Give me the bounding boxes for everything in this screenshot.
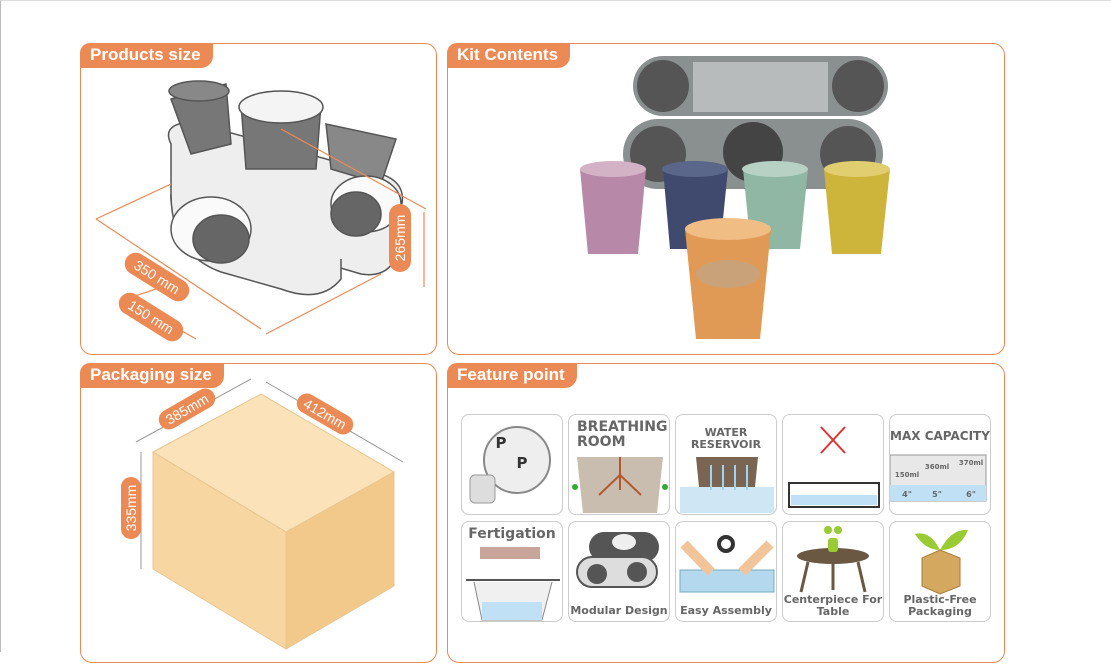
table-icon [797,526,869,593]
kit-contents-panel: Kit Contents [447,43,1005,355]
kit-contents-photo [580,56,890,339]
panel-title: Kit Contents [447,43,571,68]
packaging-size-panel: Packaging size 385mm 412mm 335mm [80,363,437,663]
box-height-dimension: 335mm [123,485,139,532]
feature-fertilizer: P P [461,414,563,515]
feature-modular-design: Modular Design [568,521,670,622]
feature-label: BREATHING ROOM [577,419,668,450]
feature-easy-assembly: Easy Assembly [675,521,777,622]
panel-title: Packaging size [80,363,224,388]
feature-label: MAX CAPACITY [890,429,990,443]
feature-label: Plastic-Free Packaging [903,593,977,618]
feature-point-panel: Feature point P P BREATHING ROOM WATER R… [447,363,1005,663]
feature-no-mosquito [782,414,884,515]
roots-icon [572,457,668,513]
feature-label: Modular Design [570,604,668,617]
fertigation-icon [466,547,560,621]
no-mosquito-icon [788,426,880,508]
feature-breathing-room: BREATHING ROOM [568,414,670,515]
feature-label: Centerpiece For Table [783,593,883,618]
feature-centerpiece: Centerpiece For Table [782,521,884,622]
box-plant-icon [915,529,968,595]
feature-label: Fertigation [468,526,556,542]
products-size-panel: Products size 350 mm 150 mm 265mm [80,43,437,355]
assembly-icon [679,535,775,593]
product-dimension-drawing: 350 mm 150 mm 265mm [95,80,427,342]
modular-icon [576,532,659,588]
panel-title: Products size [80,43,213,68]
feature-label: WATER RESERVOIR [690,426,762,451]
feature-plastic-free: Plastic-Free Packaging [889,521,991,622]
feature-water-reservoir: WATER RESERVOIR [675,414,777,515]
feature-fertigation: Fertigation [461,521,563,622]
feature-label: Easy Assembly [680,604,772,617]
panel-title: Feature point [447,363,577,388]
packaging-box-drawing: 385mm 412mm 335mm [121,378,404,650]
feature-max-capacity: MAX CAPACITY 150ml 360ml 370ml 4" 5" 6" [889,414,991,515]
fertilizer-icon [469,426,551,504]
water-reservoir-icon [680,457,774,513]
height-dimension: 265mm [392,215,408,262]
capacity-icon [890,454,987,502]
